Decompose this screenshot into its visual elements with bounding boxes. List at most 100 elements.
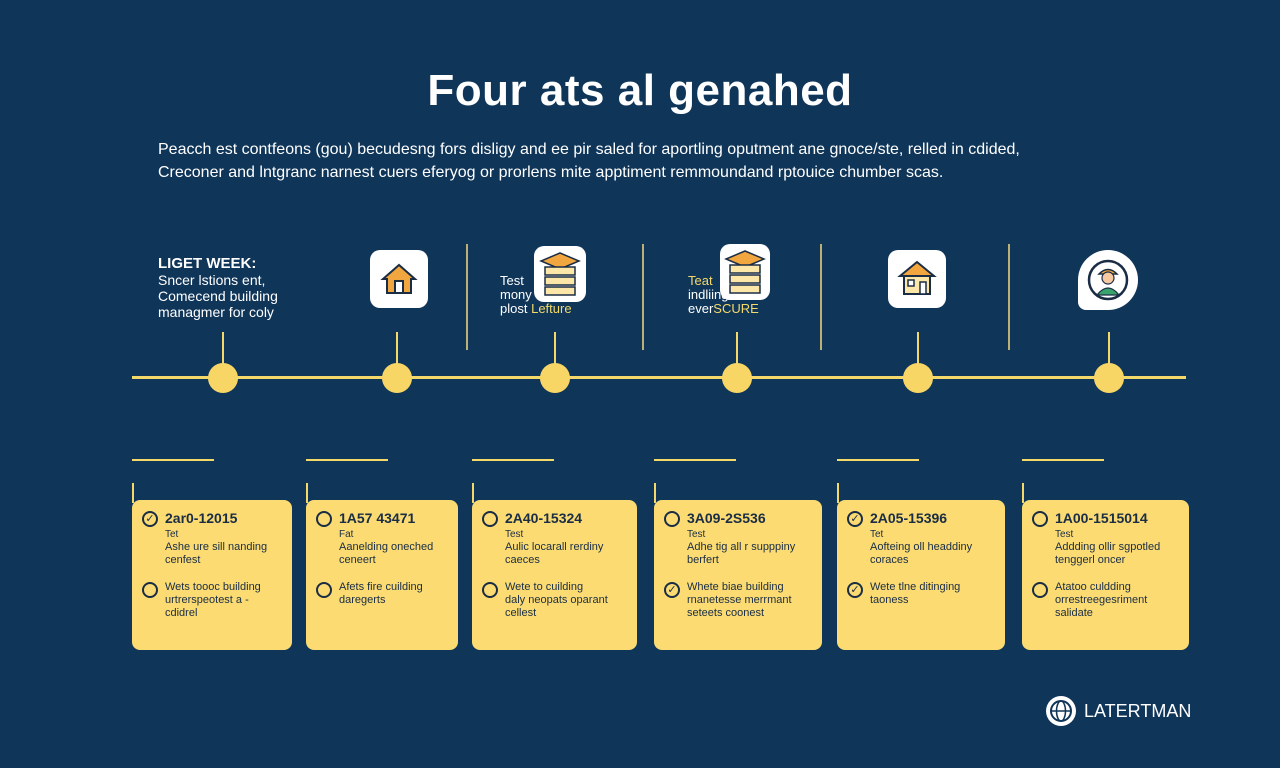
timeline-node — [1094, 363, 1124, 393]
card-text-line: salidate — [1055, 607, 1093, 619]
card-text-line: Aanelding oneched — [339, 541, 434, 553]
building-stack-icon — [720, 244, 770, 300]
building-stack-icon — [534, 246, 586, 302]
card-tag: Test — [1055, 529, 1074, 540]
card-text-line: Whete biae building — [687, 581, 784, 593]
card-text-line: orrestreegesriment — [1055, 594, 1148, 606]
card-text-line: tenggerl oncer — [1055, 554, 1126, 566]
card-text-line: Wete tlne ditinging — [870, 581, 961, 593]
card-connector — [132, 483, 134, 503]
check-circle-icon[interactable] — [316, 511, 332, 527]
card-text-line: cellest — [505, 607, 537, 619]
card-item-text: Aulic locarall rerdiny caeces — [505, 541, 627, 567]
house-icon — [370, 250, 428, 308]
card-item-text: Aanelding oneched ceneert — [339, 541, 448, 567]
card-text-line: Adhe tig all r supppiny — [687, 541, 796, 553]
check-circle-icon[interactable]: ✓ — [847, 582, 863, 598]
card-header: 1A00-1515014 — [1032, 510, 1179, 527]
timeline-tick — [736, 332, 738, 366]
card-item-text: Wete to cuilding daly neopats oparant ce… — [505, 581, 608, 620]
card-header: ✓ 2A05-15396 — [847, 510, 995, 527]
node-label: Teat indliing everSCURE — [688, 274, 759, 316]
intro-line: managmer for coly — [158, 304, 274, 320]
card-item: Afets fire cuilding daregerts — [316, 581, 448, 607]
card-text-line: caeces — [505, 554, 540, 566]
card-text-line: Atatoo culdding — [1055, 581, 1131, 593]
timeline-tick — [917, 332, 919, 366]
card-text-line: Wets toooc building — [165, 581, 261, 593]
card-code: 3A09-2S536 — [687, 510, 766, 526]
card-text-line: Wete to cuilding — [505, 581, 584, 593]
card-text-line: Ashe ure sill nanding — [165, 541, 268, 553]
check-circle-icon[interactable]: ✓ — [142, 511, 158, 527]
card-header: 1A57 43471 — [316, 510, 448, 527]
task-card: 2A40-15324 Test Aulic locarall rerdiny c… — [472, 500, 637, 650]
check-circle-icon[interactable] — [664, 511, 680, 527]
card-code: 2ar0-12015 — [165, 510, 238, 526]
check-circle-icon[interactable] — [482, 511, 498, 527]
card-item-text: Wete tlne ditinging taoness — [870, 581, 960, 607]
card-item-text: Atatoo culdding orrestreegesriment salid… — [1055, 581, 1147, 620]
card-item-text: Ashe ure sill nanding cenfest — [165, 541, 282, 567]
card-code: 1A57 43471 — [339, 510, 416, 526]
card-header-line — [837, 459, 919, 461]
node-label-line: Teat — [688, 273, 713, 288]
card-text-line: seteets coonest — [687, 607, 765, 619]
node-label-highlight: SCURE — [713, 301, 759, 316]
check-circle-icon[interactable]: ✓ — [847, 511, 863, 527]
section-divider — [820, 244, 822, 350]
node-label-word: ever — [688, 301, 714, 316]
timeline-node — [208, 363, 238, 393]
card-text-line: Aulic locarall rerdiny — [505, 541, 604, 553]
check-circle-icon[interactable]: ✓ — [664, 582, 680, 598]
card-text-line: cenfest — [165, 554, 201, 566]
check-circle-icon[interactable] — [316, 582, 332, 598]
timeline-tick — [222, 332, 224, 366]
card-text-line: urtrerspeotest a - — [165, 594, 249, 606]
node-label-line: mony — [500, 287, 532, 302]
check-circle-icon[interactable] — [482, 582, 498, 598]
card-tag: Tet — [870, 529, 884, 540]
page-title: Four ats al genahed — [427, 66, 853, 115]
section-divider — [466, 244, 468, 350]
card-header: 2A40-15324 — [482, 510, 627, 527]
card-item: Wete to cuilding daly neopats oparant ce… — [482, 581, 627, 620]
card-item: ✓ Whete biae building rnanetesse merrman… — [664, 581, 812, 620]
card-code: 1A00-1515014 — [1055, 510, 1148, 526]
card-text-line: berfert — [687, 554, 719, 566]
timeline-node — [382, 363, 412, 393]
check-circle-icon[interactable] — [1032, 582, 1048, 598]
card-connector — [654, 483, 656, 503]
brand-name: LATERTMAN — [1084, 700, 1192, 721]
timeline-node — [540, 363, 570, 393]
task-card: ✓ 2A05-15396 Tet Aofteing oll headdiny c… — [837, 500, 1005, 650]
card-header-line — [472, 459, 554, 461]
card-code: 2A40-15324 — [505, 510, 583, 526]
card-text-line: daregerts — [339, 594, 386, 606]
intro-line: Sncer lstions ent, — [158, 272, 266, 288]
card-header-line — [132, 459, 214, 461]
task-card: 1A00-1515014 Test Addding ollir sgpotled… — [1022, 500, 1189, 650]
check-circle-icon[interactable] — [142, 582, 158, 598]
card-text-line: Addding ollir sgpotled — [1055, 541, 1161, 553]
timeline-node — [903, 363, 933, 393]
node-label-word: plost — [500, 301, 528, 316]
node-label-highlight: Lefture — [531, 301, 572, 316]
task-card: ✓ 2ar0-12015 Tet Ashe ure sill nanding c… — [132, 500, 292, 650]
card-item-text: Aofteing oll headdiny coraces — [870, 541, 995, 567]
check-circle-icon[interactable] — [1032, 511, 1048, 527]
timeline-tick — [396, 332, 398, 366]
card-header-line — [654, 459, 736, 461]
task-card: 1A57 43471 Fat Aanelding oneched ceneert… — [306, 500, 458, 650]
subtitle-line: Peacch est contfeons (gou) becudesng for… — [158, 141, 1020, 158]
card-text-line: ceneert — [339, 554, 376, 566]
card-item-text: Afets fire cuilding daregerts — [339, 581, 423, 607]
card-item-text: Whete biae building rnanetesse merrmant … — [687, 581, 792, 620]
card-tag: Tet — [165, 529, 179, 540]
card-text-line: Afets fire cuilding — [339, 581, 423, 593]
node-label-line: indliing — [688, 287, 729, 302]
globe-logo-icon — [1046, 696, 1076, 726]
card-item-text: Addding ollir sgpotled tenggerl oncer — [1055, 541, 1179, 567]
card-text-line: rnanetesse merrmant — [687, 594, 792, 606]
timeline-tick — [1108, 332, 1110, 366]
